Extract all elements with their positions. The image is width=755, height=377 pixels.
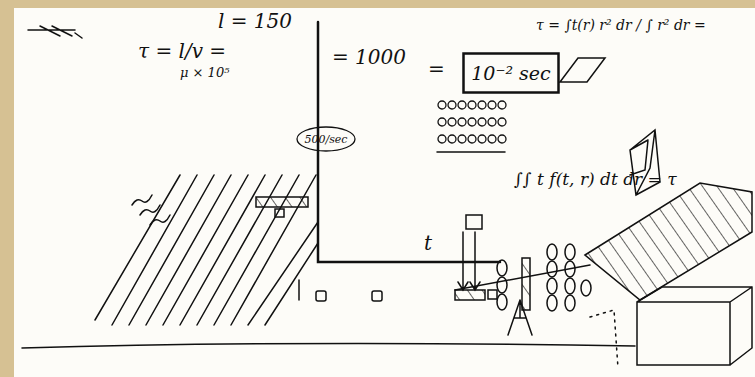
outline-shape <box>297 127 355 151</box>
handwritten-note: ∫∫ t f(t, r) dt dr = τ <box>514 170 677 189</box>
handwritten-note: t <box>424 232 432 254</box>
small-square <box>275 209 284 217</box>
down-arrows <box>458 232 480 290</box>
wire-box <box>637 287 752 365</box>
hatched-bar <box>522 258 530 310</box>
small-square <box>372 291 382 301</box>
handwritten-note: l = 150 <box>218 10 292 32</box>
parallelogram <box>560 58 605 82</box>
handwritten-note: = 1000 <box>332 46 406 68</box>
hatched-prism <box>585 183 752 300</box>
hatched-base <box>455 290 485 300</box>
dotted-line <box>590 310 618 368</box>
tick-mark <box>298 280 300 300</box>
handwritten-note: μ × 10⁵ <box>180 66 229 80</box>
ground-line <box>22 343 635 348</box>
handwritten-note: τ = ∫t(r) r² dr / ∫ r² dr = <box>536 18 706 33</box>
wavy-lines <box>132 195 170 225</box>
outline-shape <box>464 54 559 93</box>
small-square <box>316 291 326 301</box>
handwritten-note: = <box>428 58 445 80</box>
underline <box>437 151 505 153</box>
hatch-lines <box>95 175 318 325</box>
node-text: 500/sec <box>304 133 347 146</box>
hatched-plate <box>256 197 308 207</box>
node-text: 10⁻² sec <box>471 62 551 84</box>
small-box <box>466 215 482 229</box>
circled-value: 500/sec <box>296 126 356 152</box>
scribble <box>28 26 82 38</box>
boxed-result: 10⁻² sec <box>462 52 560 94</box>
oval-columns <box>497 244 591 311</box>
small-square <box>488 290 497 299</box>
tripod <box>508 300 532 335</box>
circle-grid <box>437 97 507 148</box>
handwritten-note: τ = l/v = <box>138 40 226 62</box>
